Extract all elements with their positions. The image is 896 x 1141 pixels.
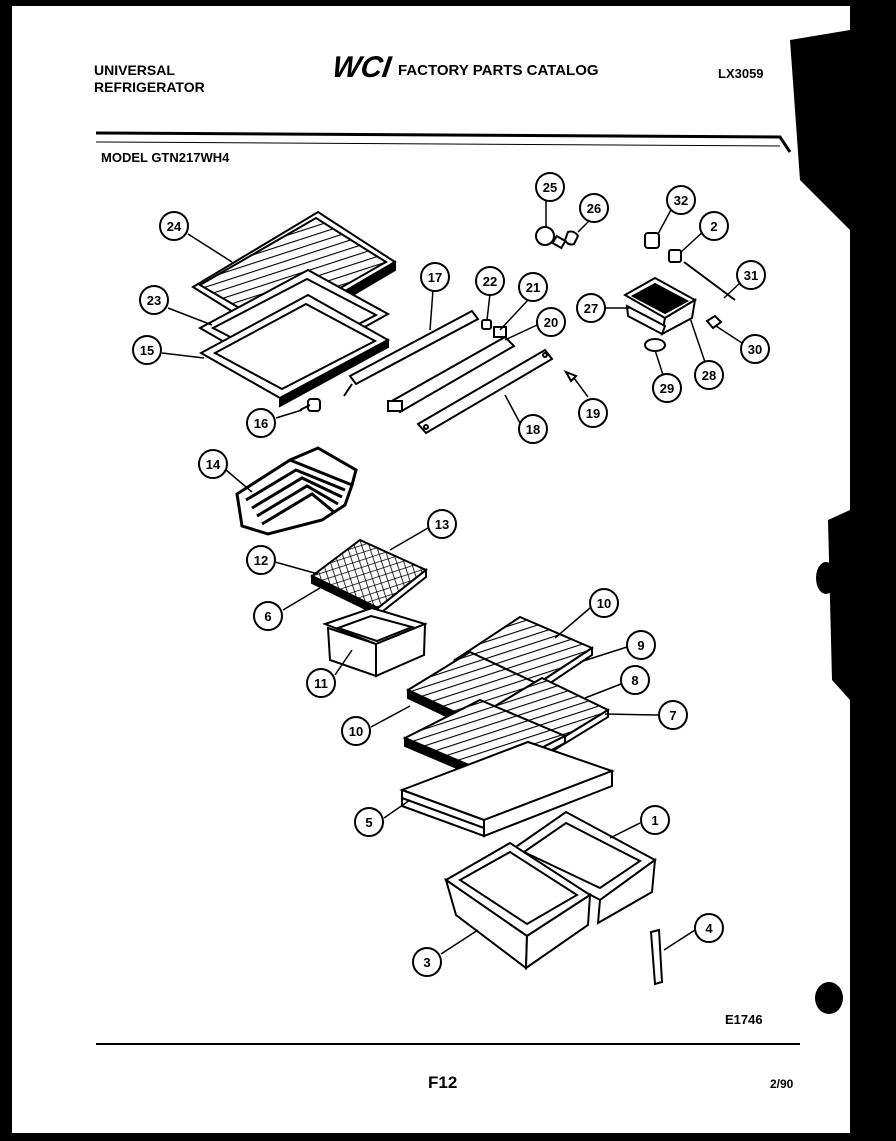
model-number: MODEL GTN217WH4 [101, 150, 230, 165]
callout-labels: 24 23 15 16 17 22 21 20 18 19 25 26 32 2… [140, 180, 762, 970]
catalog-code: LX3059 [718, 66, 764, 81]
callout-5: 5 [365, 815, 372, 830]
callout-11: 11 [314, 676, 328, 691]
callout-25: 25 [543, 180, 557, 195]
revision-date: 2/90 [770, 1077, 794, 1091]
callout-8: 8 [631, 673, 638, 688]
callout-7: 7 [669, 708, 676, 723]
callout-4: 4 [705, 921, 713, 936]
callout-22: 22 [483, 274, 497, 289]
callout-6: 6 [264, 609, 271, 624]
crisper-cover [399, 740, 615, 838]
callout-10-lower: 10 [349, 724, 363, 739]
brand-line-1: UNIVERSAL [94, 62, 175, 78]
callout-9: 9 [637, 638, 644, 653]
callout-1: 1 [651, 813, 658, 828]
callout-20: 20 [544, 315, 558, 330]
callout-21: 21 [526, 280, 540, 295]
small-drawer [322, 606, 428, 678]
shelf-rails [343, 309, 578, 435]
callout-14: 14 [206, 457, 221, 472]
wci-logo: WCI [333, 51, 394, 82]
wci-logo-text: WCI [333, 51, 394, 82]
callout-32: 32 [674, 193, 688, 208]
callout-24: 24 [167, 219, 182, 234]
callout-16: 16 [254, 416, 268, 431]
callout-18: 18 [526, 422, 540, 437]
lamp-assembly [535, 226, 580, 250]
callout-17: 17 [428, 270, 442, 285]
page-number: F12 [428, 1073, 458, 1092]
callout-19: 19 [586, 406, 600, 421]
callout-circles [132, 172, 770, 977]
callout-23: 23 [147, 293, 161, 308]
diagram-id: E1746 [725, 1012, 763, 1027]
wire-basket [235, 446, 358, 536]
divider-pin [649, 928, 664, 986]
callout-28: 28 [702, 368, 716, 383]
callout-15: 15 [140, 343, 154, 358]
callout-31: 31 [744, 268, 758, 283]
brand-line-2: REFRIGERATOR [94, 79, 205, 95]
header-rules [95, 131, 800, 1045]
callout-12: 12 [254, 553, 268, 568]
hardware-16 [299, 398, 321, 412]
callout-3: 3 [423, 955, 430, 970]
callout-2: 2 [710, 219, 717, 234]
grid-shelf [310, 538, 428, 618]
callout-26: 26 [587, 201, 601, 216]
callout-10-upper: 10 [597, 596, 611, 611]
control-housing [622, 232, 736, 352]
callout-30: 30 [748, 342, 762, 357]
callout-27: 27 [584, 301, 598, 316]
catalog-title: FACTORY PARTS CATALOG [398, 62, 599, 79]
callout-13: 13 [435, 517, 449, 532]
callout-29: 29 [660, 381, 674, 396]
crisper-drawers [444, 810, 657, 970]
freezer-shelf-frame [197, 268, 391, 408]
brand-name: UNIVERSAL REFRIGERATOR [94, 62, 205, 96]
leader-lines [161, 200, 743, 955]
